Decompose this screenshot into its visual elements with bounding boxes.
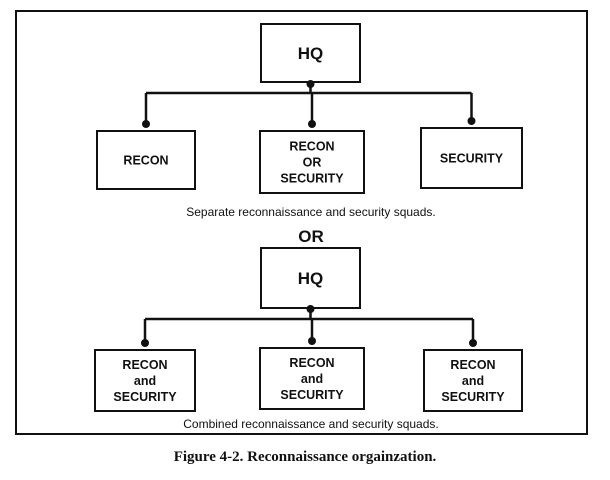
bottom-caption: Combined reconnaissance and security squ… [183,417,438,431]
top-drop-dot [467,117,476,125]
top-child-box [420,127,523,189]
bottom-hq-connector-dot [306,305,315,313]
org-chart: HQ RECON RECON OR SECURITY SECURITY HQ RECON and… [94,23,523,431]
top-child-label: RECON [289,140,334,154]
bottom-drop-dot [469,339,477,347]
top-child-label: OR [303,156,322,170]
top-drop-dot [142,120,150,128]
bottom-child-label: and [134,374,156,388]
bottom-hq-label: HQ [298,269,324,288]
diagram-frame [15,10,588,435]
top-child-label: SECURITY [440,152,504,166]
bottom-child-label: SECURITY [113,390,177,404]
top-child-box [259,130,365,194]
bottom-child-label: SECURITY [280,388,344,402]
top-hq-connector-dot [306,80,315,88]
bottom-child-label: SECURITY [441,390,505,404]
bottom-child-box [259,347,365,410]
bottom-child-label: RECON [450,358,495,372]
top-child-label: SECURITY [280,172,344,186]
bottom-drop-dot [308,337,316,345]
top-drop-dot [308,120,316,128]
top-caption: Separate reconnaissance and security squ… [186,205,436,219]
bottom-child-box [94,349,196,412]
bottom-child-label: and [301,372,323,386]
top-hq-label: HQ [298,44,324,63]
or-divider: OR [298,227,324,246]
top-child-label: RECON [123,154,168,168]
bottom-child-label: and [462,374,484,388]
figure-title: Figure 4-2. Reconnaissance orgainzation. [173,449,437,465]
bottom-child-label: RECON [122,358,167,372]
org-chart-layer: HQ RECON RECON OR SECURITY SECURITY HQ RECON and… [94,23,523,412]
bottom-drop-dot [141,339,149,347]
top-child-box [96,130,196,190]
bottom-child-box [423,349,523,412]
bottom-child-label: RECON [289,356,334,370]
